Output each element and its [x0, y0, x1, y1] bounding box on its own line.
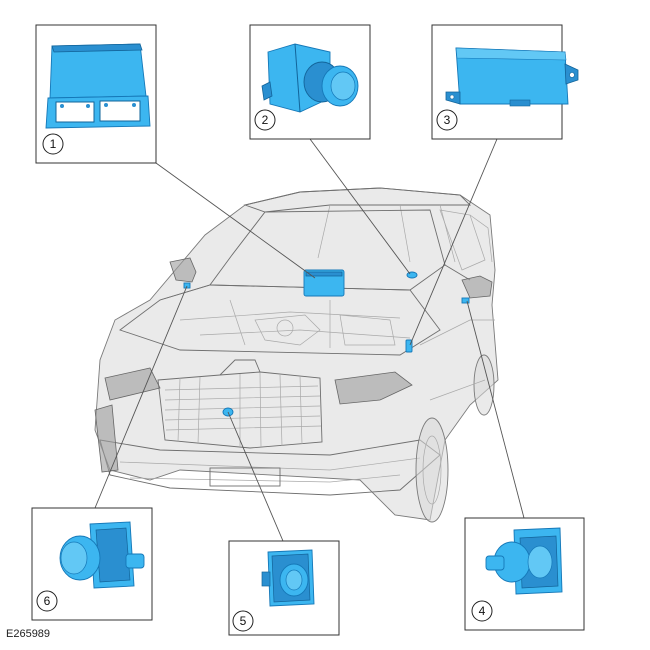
module-bracket-icon [45, 43, 151, 129]
vehicle-marker-module-1 [303, 269, 345, 297]
callout-circle-6 [36, 590, 58, 612]
callout-circle-2 [254, 109, 276, 131]
leader-line-6 [94, 285, 188, 509]
vehicle-marker-camera-6 [183, 282, 191, 289]
vehicle-illustration [94, 187, 499, 523]
detail-box-1: 1 [35, 24, 157, 164]
side-camera-icon [485, 527, 563, 595]
leader-line-3 [409, 138, 498, 346]
detail-box-6: 6 [31, 507, 153, 621]
figure-reference-code: E265989 [6, 628, 51, 640]
leader-lines [94, 138, 525, 542]
callout-circle-1 [42, 133, 64, 155]
grille-mesh [164, 372, 322, 448]
control-module-icon [445, 47, 579, 107]
leader-line-1 [155, 162, 316, 279]
detail-box-2: 2 [249, 24, 371, 140]
front-camera-icon [261, 549, 315, 607]
leader-line-4 [466, 300, 525, 519]
camera-icon [261, 43, 359, 113]
leader-line-5 [227, 411, 284, 542]
vehicle-marker-camera-2 [406, 271, 418, 279]
callout-circle-5 [232, 610, 254, 632]
callout-label-3: 3 [444, 113, 451, 127]
callout-label-6: 6 [44, 594, 51, 608]
leader-line-2 [309, 138, 411, 275]
callout-label-1: 1 [50, 137, 57, 151]
detail-box-5: 5 [228, 540, 340, 636]
callout-circle-3 [436, 109, 458, 131]
callout-label-5: 5 [240, 614, 247, 628]
left-side-camera-icon [59, 521, 145, 589]
callout-label-2: 2 [262, 113, 269, 127]
detail-box-3: 3 [431, 24, 579, 140]
callout-label-4: 4 [479, 604, 486, 618]
detail-box-4: 4 [464, 517, 585, 631]
callout-circle-4 [471, 600, 493, 622]
vehicle-marker-camera-4 [461, 297, 470, 304]
